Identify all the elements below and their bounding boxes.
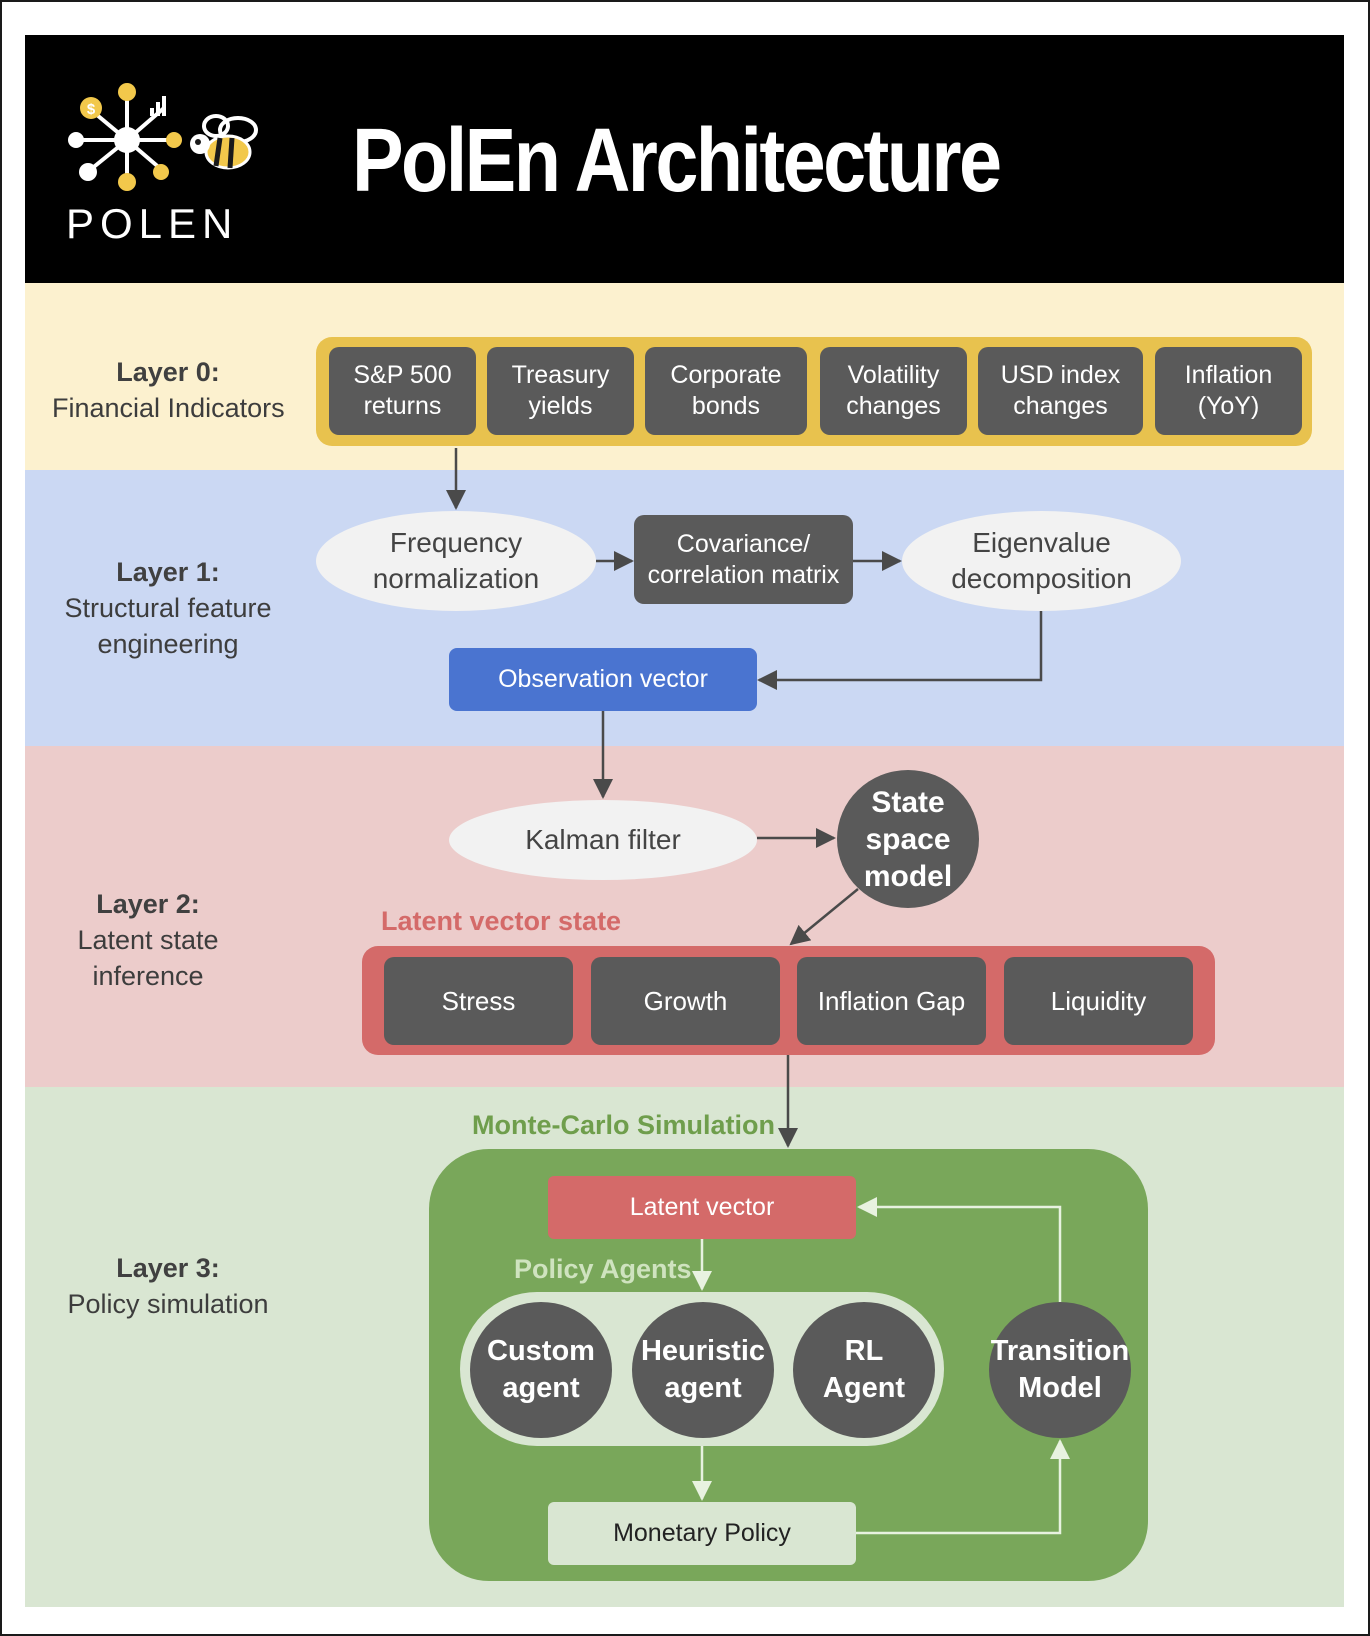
latent-liquidity: Liquidity — [1004, 957, 1193, 1045]
layer3-desc: Policy simulation — [67, 1289, 269, 1319]
custom-agent-line1: Custom — [487, 1335, 595, 1367]
latent-vector-node: Latent vector — [548, 1176, 856, 1239]
ssm-line1: State — [871, 785, 945, 819]
indicator-corporate: Corporate bonds — [645, 347, 807, 435]
indicator-corporate-line1: Corporate — [670, 361, 782, 389]
heuristic-agent-node: Heuristic agent — [632, 1302, 774, 1438]
indicator-sp500-line1: S&P 500 — [353, 361, 452, 389]
rl-agent-node: RL Agent — [793, 1302, 935, 1438]
monte-carlo-title: Monte-Carlo Simulation — [472, 1110, 775, 1140]
rl-agent-line2: Agent — [822, 1372, 906, 1404]
frequency-line1: Frequency — [389, 527, 523, 558]
layer1-desc-line1: Structural feature — [64, 593, 272, 623]
latent-growth: Growth — [591, 957, 780, 1045]
page-title: PolEn Architecture — [352, 111, 1002, 211]
custom-agent-node: Custom agent — [470, 1302, 612, 1438]
layer2-label: Layer 2: Latent state inference — [32, 886, 264, 994]
layer0-label: Layer 0: Financial Indicators — [52, 354, 285, 426]
brand-wordmark: POLEN — [66, 200, 239, 247]
indicator-volatility-line2: changes — [846, 392, 941, 420]
indicator-usd-line1: USD index — [1000, 361, 1121, 389]
indicator-inflation: Inflation (YoY) — [1155, 347, 1302, 435]
monetary-policy-node: Monetary Policy — [548, 1502, 856, 1565]
layer2-desc-line2: inference — [92, 961, 204, 991]
eigenvalue-line1: Eigenvalue — [972, 527, 1111, 558]
arrow-ssm-to-latent — [789, 888, 859, 946]
covariance-matrix-node: Covariance/correlation matrix — [634, 515, 853, 604]
indicator-corporate-line2: bonds — [691, 392, 761, 420]
indicator-inflation-line1: Inflation — [1184, 361, 1273, 389]
eigenvalue-line2: decomposition — [951, 563, 1132, 594]
transition-model-line2: Model — [1018, 1372, 1102, 1404]
arrow-eigenvalue-to-observation — [757, 611, 1043, 690]
indicator-volatility: Volatility changes — [820, 347, 967, 435]
indicator-volatility-line1: Volatility — [847, 361, 940, 389]
layer1-desc-line2: engineering — [97, 629, 239, 659]
kalman-filter-node: Kalman filter — [449, 800, 757, 880]
latent-stress: Stress — [384, 957, 573, 1045]
indicator-usd-line2: changes — [1013, 392, 1108, 420]
indicator-usd: USD index changes — [978, 347, 1143, 435]
ssm-line3: model — [863, 859, 953, 893]
indicator-treasury-line2: yields — [528, 392, 593, 420]
frequency-line2: normalization — [372, 563, 540, 594]
layer1-name: Layer 1: — [116, 557, 220, 587]
latent-vector-state-title: Latent vector state — [381, 906, 622, 936]
indicators-container — [316, 337, 1312, 446]
arrow-monetary-to-transition — [856, 1439, 1070, 1535]
layer0-desc: Financial Indicators — [52, 393, 285, 423]
layer2-desc-line1: Latent state — [77, 925, 219, 955]
indicator-treasury-line1: Treasury — [511, 361, 610, 389]
layer3-name: Layer 3: — [116, 1253, 220, 1283]
rl-agent-line1: RL — [844, 1335, 884, 1367]
svg-text:$: $ — [87, 101, 96, 118]
layer3-label: Layer 3: Policy simulation — [52, 1250, 284, 1322]
bee-icon — [190, 114, 258, 170]
ssm-line2: space — [865, 822, 951, 856]
eigenvalue-decomposition-node: Eigenvalue decomposition — [902, 511, 1181, 611]
heuristic-agent-line1: Heuristic — [640, 1335, 766, 1367]
covariance-line2: correlation matrix — [647, 560, 840, 589]
covariance-line1: Covariance/ — [676, 529, 811, 558]
custom-agent-line2: agent — [502, 1372, 580, 1404]
indicator-treasury: Treasury yields — [487, 347, 634, 435]
layer2-name: Layer 2: — [96, 889, 200, 919]
layer0-name: Layer 0: — [116, 357, 220, 387]
indicator-inflation-line2: (YoY) — [1197, 392, 1260, 420]
latent-inflation-gap: Inflation Gap — [797, 957, 986, 1045]
indicator-sp500: S&P 500 returns — [329, 347, 476, 435]
network-logo-icon: $ — [68, 83, 182, 191]
policy-agents-title: Policy Agents — [514, 1254, 692, 1284]
observation-vector-node: Observation vector — [449, 648, 757, 711]
layer1-label: Layer 1: Structural feature engineering — [52, 554, 284, 662]
frequency-normalization-node: Frequency normalization — [316, 511, 596, 611]
transition-model-line1: Transition — [990, 1335, 1130, 1367]
heuristic-agent-line2: agent — [664, 1372, 742, 1404]
arrow-transition-to-latentvector — [857, 1197, 1062, 1302]
indicator-sp500-line2: returns — [363, 392, 442, 420]
